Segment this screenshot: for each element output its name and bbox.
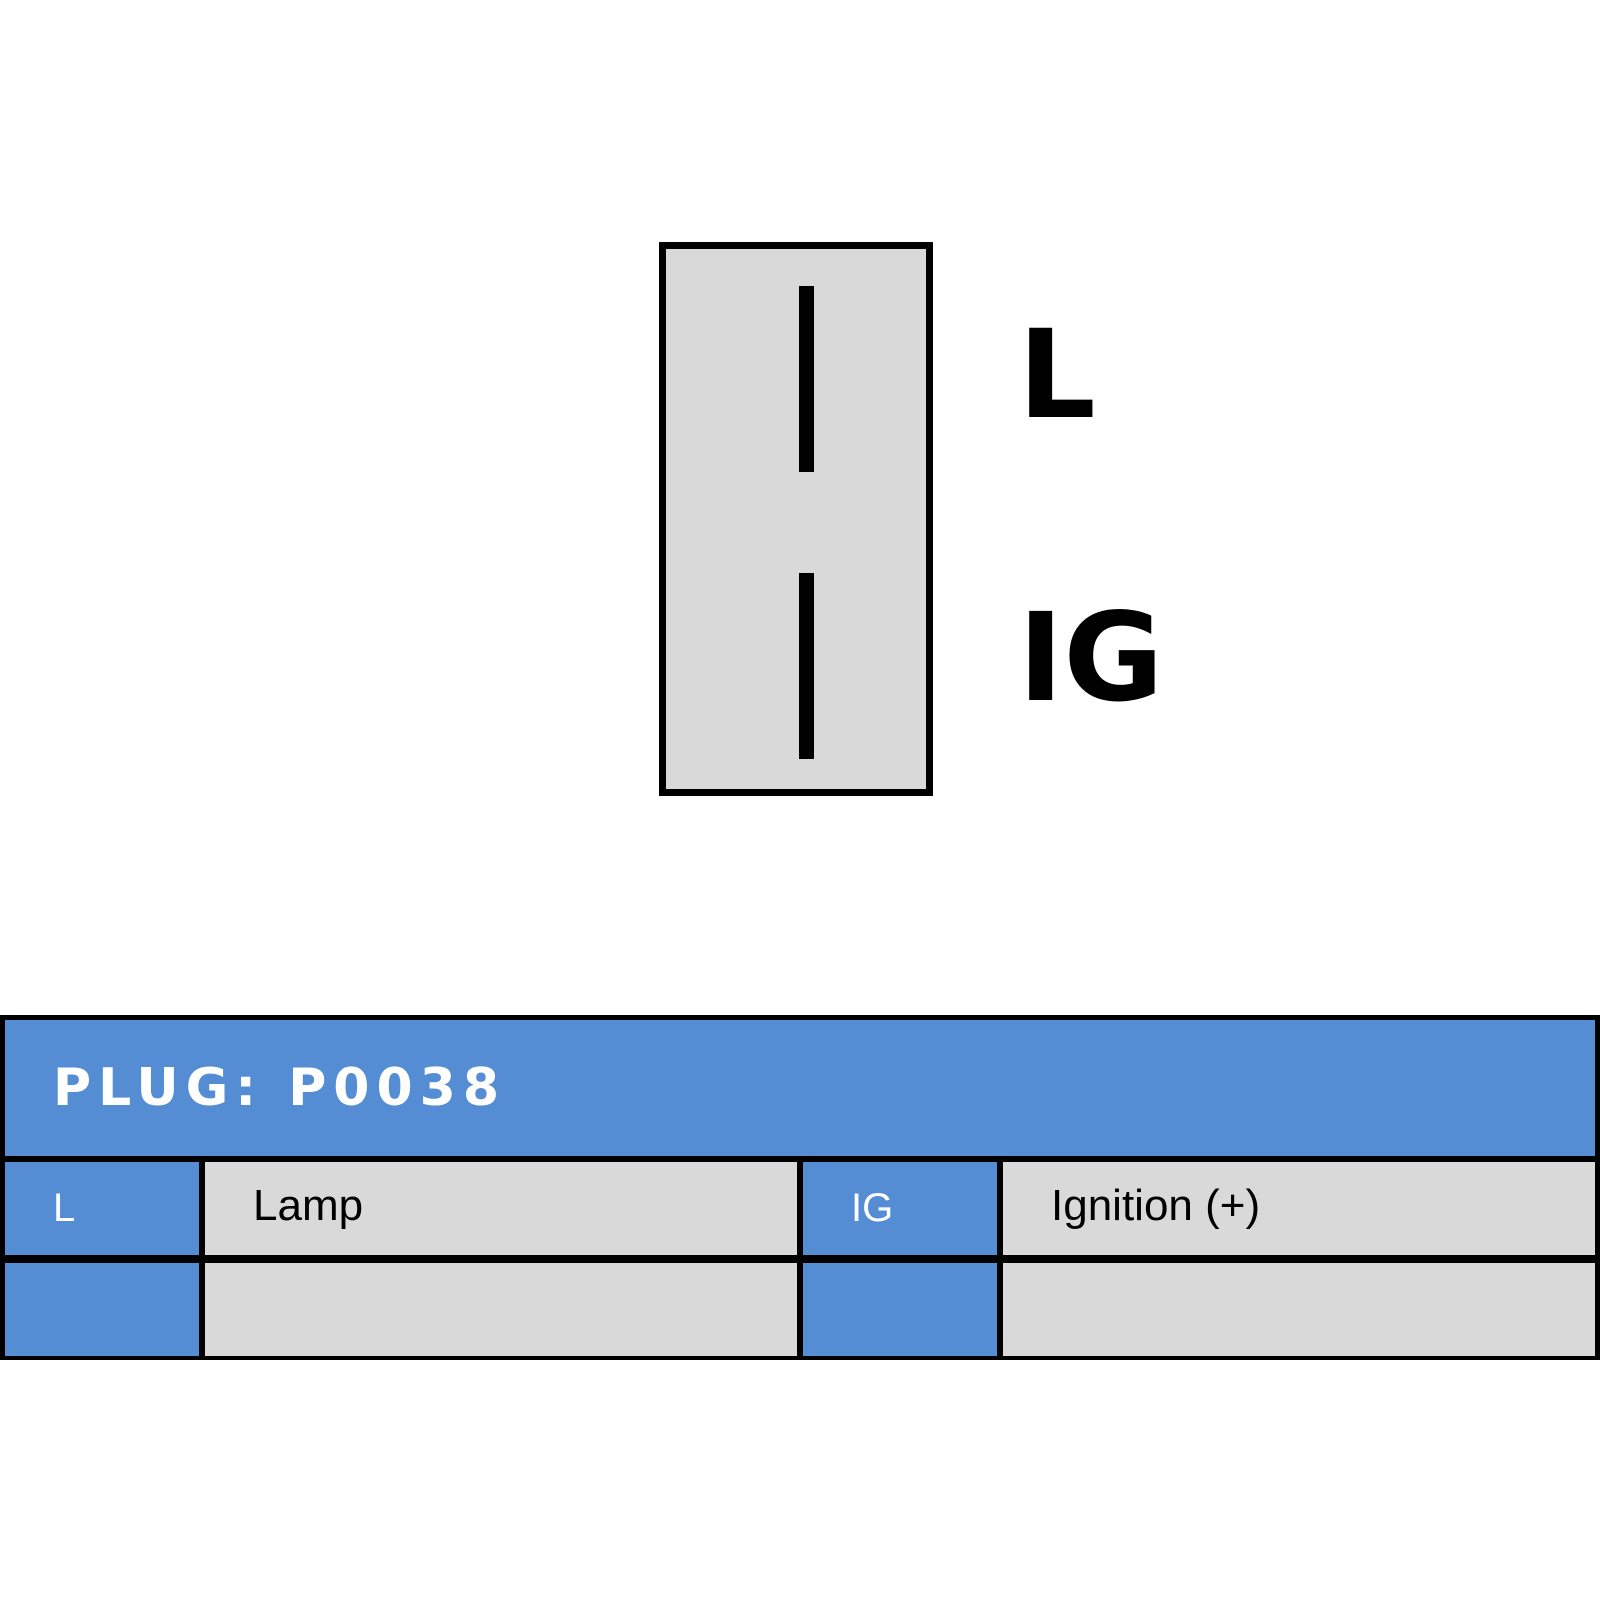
pin-name: L [53, 1186, 76, 1230]
description-cell: Lamp [205, 1162, 797, 1255]
pin-description: Lamp [253, 1181, 364, 1230]
pin-cell: L [5, 1162, 199, 1255]
pin-terminal-ig [799, 573, 814, 759]
connector-diagram [659, 242, 933, 796]
description-cell [1003, 1263, 1595, 1356]
pin-cell: IG [803, 1162, 997, 1255]
plug-table: PLUG: P0038 L Lamp IG Ignition (+) [0, 1015, 1600, 1360]
pin-label-l: L [1018, 304, 1096, 446]
description-cell: Ignition (+) [1003, 1162, 1595, 1255]
pin-terminal-l [799, 286, 814, 472]
pin-cell [803, 1263, 997, 1356]
plug-title: PLUG: P0038 [53, 1058, 507, 1118]
pin-label-ig: IG [1018, 587, 1164, 729]
pin-name: IG [851, 1186, 894, 1230]
description-cell [205, 1263, 797, 1356]
pin-cell [5, 1263, 199, 1356]
plug-header: PLUG: P0038 [5, 1020, 1595, 1156]
pin-description: Ignition (+) [1051, 1181, 1261, 1230]
